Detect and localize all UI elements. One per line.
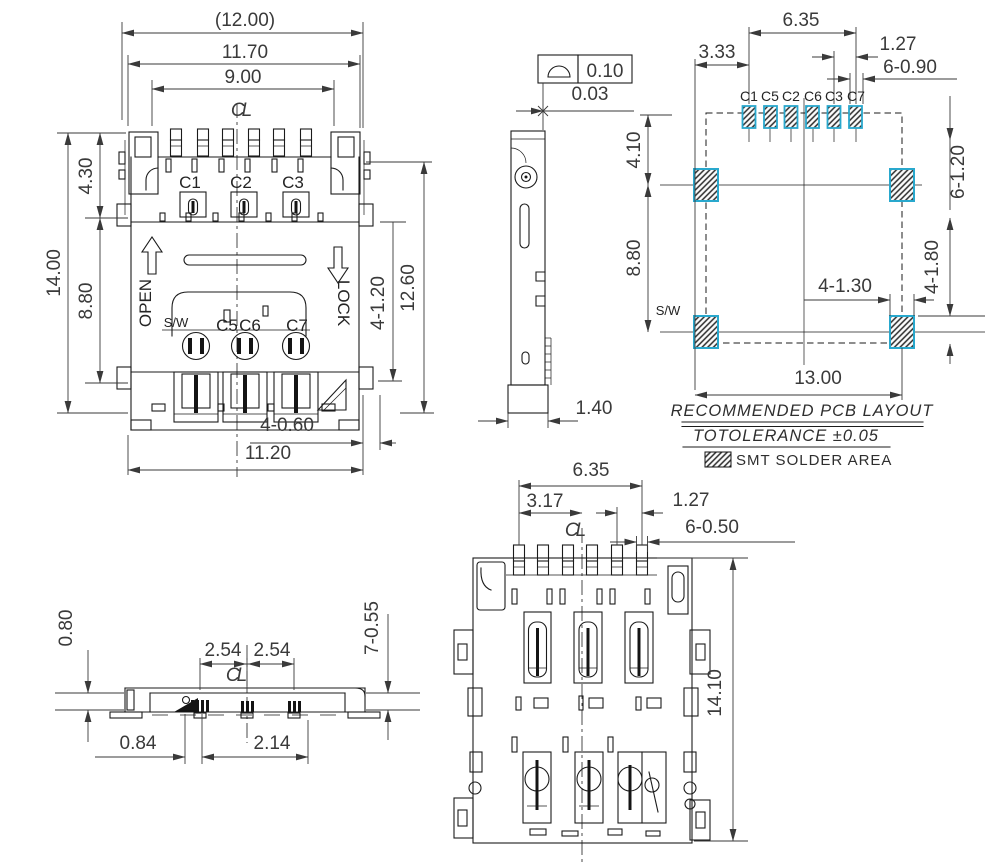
pcb-dim-corner-pad-w: 6-1.20 (948, 145, 969, 199)
contact-label-c7: C7 (286, 316, 308, 335)
bottom-view-geometry (453, 544, 711, 844)
corner-pad-bottom-right (889, 315, 915, 349)
lock-label: LOCK (334, 280, 353, 327)
pcb-notes: RECOMMENDED PCB LAYOUT TOTOLERANCE ±0.05… (671, 402, 935, 469)
pcb-label-c2: C2 (782, 88, 800, 104)
dim-upper-height: 4.30 (76, 158, 97, 195)
pcb-contact-pads (741, 105, 863, 129)
solder-pad-c5 (763, 105, 778, 129)
solder-pad-c2 (783, 105, 799, 129)
bottom-dim-pad-pitch: 1.27 (673, 490, 710, 511)
pcb-dim-pad-pitch: 1.27 (880, 34, 917, 55)
bottom-dim-pad-span: 6.35 (573, 460, 610, 481)
pcb-dimensions (640, 27, 985, 400)
fcf-value: 0.10 (587, 61, 624, 82)
solder-pad-c6 (805, 105, 820, 129)
front-view-geometry (109, 687, 381, 719)
front-view: 0.80 2.54 2.54 CL 0.84 2.14 7-0.55 (55, 601, 420, 764)
pcb-label-c1: C1 (740, 88, 758, 104)
corner-pad-top-left (693, 168, 719, 202)
pcb-dim-pad-span: 6.35 (783, 10, 820, 31)
bottom-pins (512, 544, 649, 576)
dim-body-width: 11.20 (245, 443, 291, 464)
plan-view: (12.00) 11.70 9.00 CL 14.00 4.30 8.80 C1… (44, 10, 434, 477)
pcb-dim-pad-width: 13.00 (794, 368, 842, 389)
surface-profile-icon (547, 65, 571, 78)
pcb-dim-corner-offset: 4-1.30 (818, 276, 872, 297)
dim-shell-width: 11.70 (222, 42, 268, 63)
bottom-view: 6.35 3.17 1.27 6-0.50 CL 14.10 (453, 460, 795, 862)
dim-overall-height: 14.00 (44, 249, 65, 297)
front-dim-pitch-right: 2.54 (254, 640, 291, 661)
pcb-label-c6: C6 (804, 88, 822, 104)
pcb-layout-view: 6.35 3.33 1.27 6-0.90 C1 C5 C2 C6 C3 C7 … (624, 10, 985, 469)
contact-label-c1: C1 (179, 173, 201, 192)
pcb-label-c5: C5 (761, 88, 779, 104)
solder-pad-c3 (826, 105, 842, 129)
pcb-dim-upper-height: 4.10 (624, 132, 645, 169)
open-label: OPEN (136, 279, 155, 327)
card-slot (183, 254, 307, 266)
bottom-dim-pin-width: 6-0.50 (685, 517, 739, 538)
open-arrow-icon (140, 236, 164, 275)
flatness-callout: 0.10 (537, 54, 633, 130)
lock-arrow-icon (326, 246, 350, 284)
plan-bottom-terminals (173, 371, 319, 423)
pcb-dim-edge-offset: 3.33 (699, 42, 736, 63)
plan-view-geometry (116, 128, 374, 431)
dim-lower-height: 8.80 (76, 283, 97, 320)
dim-pin-span: 9.00 (225, 67, 262, 88)
pcb-label-c3: C3 (825, 88, 843, 104)
contact-label-c2: C2 (230, 173, 252, 192)
contact-label-c6: C6 (239, 316, 261, 335)
front-dim-offset-b: 2.14 (254, 733, 291, 754)
pcb-note-tolerance: TOTOLERANCE ±0.05 (693, 427, 879, 445)
front-dim-standoff: 0.80 (56, 610, 77, 647)
smt-legend-swatch (704, 451, 732, 468)
dim-overall-ref: (12.00) (215, 10, 275, 31)
switch-label: S/W (164, 315, 189, 330)
side-view: 0.10 0.03 1.40 (478, 54, 634, 428)
pcb-corner-pads (693, 168, 915, 349)
contact-label-c5: C5 (216, 316, 238, 335)
plan-lower-contacts (181, 331, 311, 361)
dim-tip-offset: 0.03 (572, 84, 609, 105)
corner-pad-bottom-left (693, 315, 719, 349)
bottom-centerline-label: CL (565, 520, 586, 541)
bottom-upper-terminals (523, 611, 654, 684)
plan-top-pins (169, 128, 313, 157)
front-contacts (191, 700, 301, 712)
side-dimensions (478, 105, 634, 428)
front-centerline-label: CL (226, 665, 247, 686)
front-dim-pitch-left: 2.54 (205, 640, 242, 661)
pcb-switch-label: S/W (656, 303, 681, 318)
front-dim-pin-height: 7-0.55 (362, 601, 383, 655)
front-dim-offset-a: 0.84 (120, 733, 157, 754)
pcb-note-title: RECOMMENDED PCB LAYOUT (671, 402, 935, 420)
front-dimensions (55, 614, 420, 764)
bottom-dimensions (518, 480, 795, 842)
solder-pad-c7 (848, 105, 863, 129)
pcb-dim-pad-size: 6-0.90 (883, 57, 937, 78)
plan-centerline-label: CL (231, 100, 252, 121)
solder-pad-c1 (741, 105, 757, 129)
contact-label-c3: C3 (282, 173, 304, 192)
side-view-geometry (507, 130, 552, 414)
dim-body-height: 12.60 (398, 264, 419, 312)
bottom-lower-terminals (522, 751, 667, 824)
bottom-dim-overall-height: 14.10 (705, 669, 726, 717)
bottom-dim-half-span: 3.17 (527, 491, 564, 512)
dim-foot-width: 4-0.60 (260, 415, 314, 436)
pcb-dim-lower-height: 8.80 (624, 240, 645, 277)
dim-side-tab: 4-1.20 (368, 276, 389, 330)
dim-thickness: 1.40 (576, 398, 613, 419)
pcb-note-legend: SMT SOLDER AREA (736, 452, 892, 469)
pcb-label-c7: C7 (847, 88, 865, 104)
plan-dimensions (57, 22, 434, 475)
pcb-dim-corner-pad-h: 4-1.80 (922, 240, 943, 294)
corner-pad-top-right (889, 168, 915, 202)
